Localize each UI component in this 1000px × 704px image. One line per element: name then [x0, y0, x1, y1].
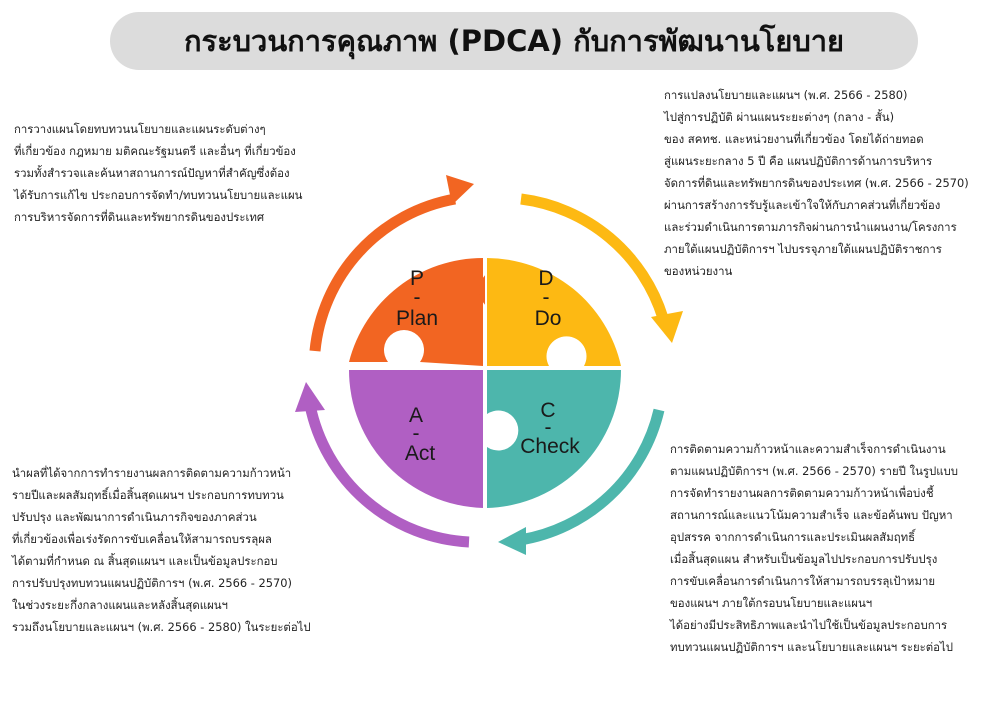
do-dash: - [543, 286, 550, 309]
do-description-line: ของหน่วยงาน [664, 264, 733, 278]
do-description-line: ผ่านการสร้างการรับรู้และเข้าใจให้กับภาคส… [664, 198, 941, 212]
do-description-line: การแปลงนโยบายและแผนฯ (พ.ศ. 2566 - 2580) [664, 88, 908, 102]
check-description-line: ของแผนฯ ภายใต้กรอบนโยบายและแผนฯ [670, 596, 873, 610]
plan-description-line: ที่เกี่ยวข้อง กฎหมาย มติคณะรัฐมนตรี และอ… [14, 144, 296, 158]
arrow-plan-to-do-shaft [309, 193, 456, 352]
act-quadrant: A - Act [348, 370, 483, 508]
act-piece [348, 370, 483, 508]
plan-description-line: การบริหารจัดการที่ดินและทรัพยากรดินของปร… [14, 210, 265, 224]
act-letter: A [409, 404, 423, 427]
arrow-act-to-plan-shaft [304, 403, 470, 548]
arrow-do-to-check [520, 193, 683, 343]
do-description-line: ภายใต้แผนปฏิบัติการฯ ไปบรรจุภายใต้แผนปฏิ… [664, 242, 942, 256]
do-word: Do [535, 307, 562, 330]
do-piece [487, 258, 621, 366]
plan-description-line: รวมทั้งสำรวจและค้นหาสถานการณ์ปัญหาที่สำค… [14, 166, 290, 180]
arrow-do-to-check-head [651, 311, 683, 343]
plan-description-line: การวางแผนโดยทบทวนนโยบายและแผนระดับต่างๆ [14, 122, 266, 136]
act-description-line: การปรับปรุงทบทวนแผนปฏิบัติการฯ (พ.ศ. 256… [12, 576, 292, 590]
check-description-line: สถานการณ์และแนวโน้มความสำเร็จ และข้อค้นพ… [670, 508, 953, 522]
do-description-line: และร่วมดำเนินการตามภารกิจผ่านการนำแผนงาน… [664, 220, 957, 234]
plan-quadrant: P - Plan [349, 257, 485, 366]
plan-piece [349, 257, 483, 366]
plan-dash: - [414, 286, 421, 309]
check-quadrant: C - Check [487, 370, 621, 508]
act-description-line: รายปีและผลสัมฤทธิ์เมื่อสิ้นสุดแผนฯ ประกอ… [12, 488, 284, 502]
title-banner: กระบวนการคุณภาพ (PDCA) กับการพัฒนานโยบาย [110, 12, 918, 70]
check-dash: - [545, 416, 552, 439]
check-description-line: การติดตามความก้าวหน้าและความสำเร็จการดำเ… [670, 442, 946, 456]
check-description-line: การขับเคลื่อนการดำเนินการให้สามารถบรรลุเ… [670, 574, 936, 588]
check-description-line: อุปสรรค จากการดำเนินการและประเมินผลสัมฤท… [670, 530, 916, 544]
arrow-do-to-check-shaft [520, 193, 669, 320]
arrow-act-to-plan [295, 382, 470, 548]
do-description-line: จัดการที่ดินและทรัพยากรดินของประเทศ (พ.ศ… [664, 176, 969, 190]
act-dash: - [413, 422, 420, 445]
check-description-line: ได้อย่างมีประสิทธิภาพและนำไปใช้เป็นข้อมู… [670, 618, 948, 632]
do-quadrant: D - Do [487, 258, 621, 366]
arrow-check-to-act-head [498, 527, 526, 555]
act-description-line: ได้ตามที่กำหนด ณ สิ้นสุดแผนฯ และเป็นข้อม… [12, 554, 278, 568]
check-description-line: การจัดทำรายงานผลการติดตามความก้าวหน้าเพื… [670, 486, 934, 500]
arrow-check-to-act-shaft [519, 408, 665, 546]
check-word: Check [520, 435, 580, 458]
do-description: การแปลงนโยบายและแผนฯ (พ.ศ. 2566 - 2580) ไ… [664, 84, 969, 282]
act-description: นำผลที่ได้จากการทำรายงานผลการติดตามความก… [12, 462, 311, 638]
arrow-check-to-act [498, 408, 665, 555]
check-piece [487, 370, 621, 508]
do-description-line: ไปสู่การปฏิบัติ ผ่านแผนระยะต่างๆ (กลาง -… [664, 110, 895, 124]
act-description-line: นำผลที่ได้จากการทำรายงานผลการติดตามความก… [12, 466, 292, 480]
plan-description-line: ได้รับการแก้ไข ประกอบการจัดทำ/ทบทวนนโยบา… [14, 188, 303, 202]
act-description-line: ที่เกี่ยวข้องเพื่อเร่งรัดการขับเคลื่อนให… [12, 532, 272, 546]
check-description-line: เมื่อสิ้นสุดแผน สำหรับเป็นข้อมูลไปประกอบ… [670, 552, 938, 566]
check-letter: C [540, 399, 555, 422]
do-description-line: ของ สคทช. และหน่วยงานที่เกี่ยวข้อง โดยได… [664, 132, 924, 146]
plan-description: การวางแผนโดยทบทวนนโยบายและแผนระดับต่างๆท… [14, 118, 302, 228]
check-description-line: ตามแผนปฏิบัติการฯ (พ.ศ. 2566 - 2570) ราย… [670, 464, 959, 478]
do-letter: D [538, 267, 553, 290]
act-description-line: รวมถึงนโยบายและแผนฯ (พ.ศ. 2566 - 2580) ใ… [12, 620, 311, 634]
act-word: Act [405, 442, 436, 465]
plan-tab [479, 275, 485, 305]
check-description-line: ทบทวนแผนปฏิบัติการฯ และนโยบายและแผนฯ ระย… [670, 640, 953, 654]
arrow-act-to-plan-head [295, 382, 325, 412]
plan-word: Plan [396, 307, 438, 330]
arrow-plan-to-do [309, 175, 474, 352]
page-title: กระบวนการคุณภาพ (PDCA) กับการพัฒนานโยบาย [183, 24, 845, 58]
check-description: การติดตามความก้าวหน้าและความสำเร็จการดำเ… [670, 438, 958, 658]
do-description-line: สู่แผนระยะกลาง 5 ปี คือ แผนปฏิบัติการด้า… [664, 154, 933, 168]
act-description-line: ในช่วงระยะกึ่งกลางแผนและหลังสิ้นสุดแผนฯ [12, 598, 228, 612]
plan-letter: P [410, 267, 424, 290]
arrow-plan-to-do-head [446, 175, 474, 205]
act-description-line: ปรับปรุง และพัฒนาการดำเนินภารกิจของภาคส่… [12, 510, 257, 524]
